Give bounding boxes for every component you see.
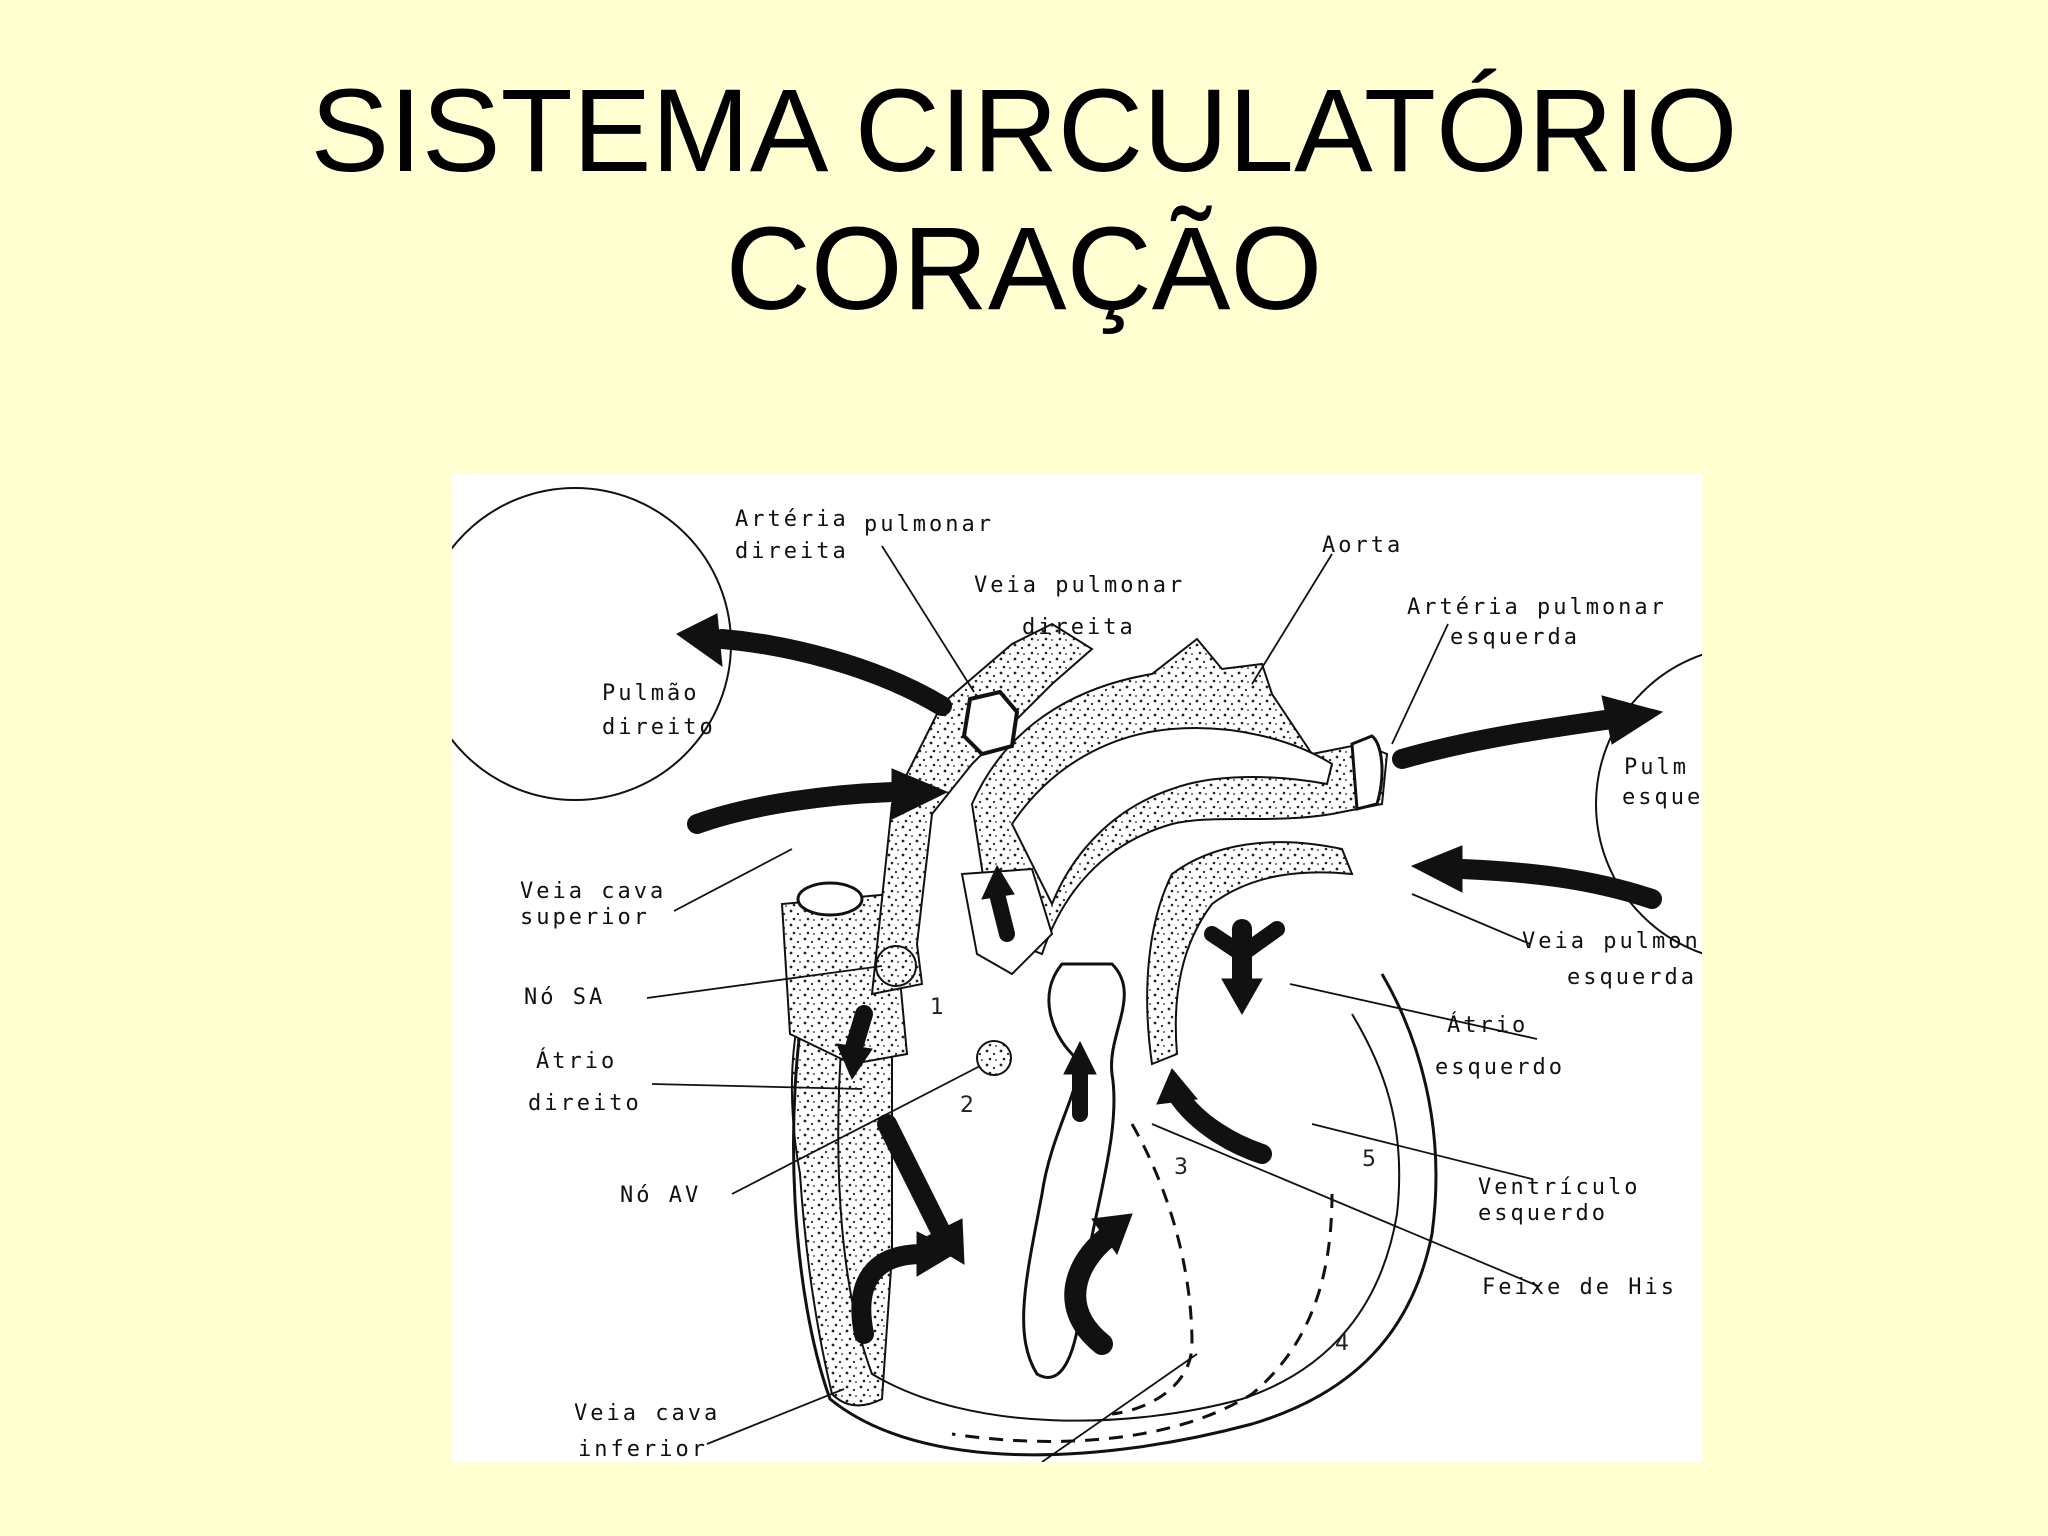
leader-no-av bbox=[731, 1065, 981, 1195]
arrow-to-left-lung-head bbox=[1601, 695, 1664, 745]
av-node bbox=[976, 1040, 1012, 1076]
leader-arteria-pulmonar-direita bbox=[881, 545, 975, 693]
arrow-septum-up-head bbox=[1063, 1040, 1097, 1075]
leader-veia-cava-inferior bbox=[706, 1388, 845, 1445]
label-veia-cava-inferior-2: inferior bbox=[578, 1437, 708, 1462]
label-no-sa: Nó SA bbox=[524, 985, 605, 1010]
arrow-from-left-lung bbox=[1452, 859, 1662, 909]
label-arteria-pulmonar-esquerda-2: esquerda bbox=[1450, 625, 1580, 650]
arrow-from-right-lung-head bbox=[891, 768, 949, 820]
purkinje-path bbox=[951, 1193, 1334, 1443]
arrow-to-right-lung bbox=[712, 629, 952, 716]
leader-veia-pulmonar-esquerda bbox=[1411, 893, 1531, 945]
leader-veia-cava-superior bbox=[673, 848, 793, 912]
label-pulmao-direito-1: Pulmão bbox=[602, 681, 699, 706]
arrow-right-ventricle-curl bbox=[851, 1244, 932, 1344]
left-lung-outline bbox=[1595, 653, 1702, 955]
heart-outer-outline bbox=[792, 973, 1438, 1457]
label-pulmao-direito-2: direito bbox=[602, 715, 716, 740]
bundle-of-his-path bbox=[1111, 1123, 1194, 1416]
label-veia-pulmonar-direita-1: Veia pulmonar bbox=[974, 573, 1185, 598]
label-veia-cava-superior-2: superior bbox=[520, 905, 650, 930]
label-arteria-pulmonar-esquerda-1: Artéria pulmonar bbox=[1407, 595, 1667, 620]
label-atrio-esquerdo-1: Átrio bbox=[1447, 1012, 1528, 1038]
title-line-2: CORAÇÃO bbox=[725, 203, 1323, 335]
label-veia-cava-superior-1: Veia cava bbox=[520, 879, 666, 904]
leader-arteria-pulmonar-esquerda bbox=[1391, 623, 1449, 745]
label-no-av: Nó AV bbox=[620, 1183, 701, 1208]
superior-vena-cava bbox=[780, 892, 909, 1066]
diagram-numbers: 1 2 3 4 5 bbox=[930, 995, 1376, 1356]
heart-diagram-svg: Artéria pulmonar direita Veia pulmonar d… bbox=[452, 487, 1702, 1462]
label-atrio-direito-1: Átrio bbox=[536, 1048, 617, 1074]
number-3: 3 bbox=[1174, 1155, 1188, 1180]
label-pulmao-esquerdo-1: Pulm bbox=[1624, 755, 1689, 780]
arrow-left-atrium-down-head bbox=[1221, 978, 1263, 1016]
heart-diagram: Artéria pulmonar direita Veia pulmonar d… bbox=[452, 474, 1702, 1462]
arrow-right-atrium-down-head bbox=[836, 1043, 873, 1081]
arrow-left-ventricle-hook bbox=[1064, 1223, 1123, 1355]
label-atrio-direito-2: direito bbox=[528, 1091, 642, 1116]
diagram-labels: Artéria pulmonar direita Veia pulmonar d… bbox=[520, 507, 1702, 1462]
ventricle-inner-outline bbox=[837, 1013, 1401, 1422]
label-arteria-pulmonar-direita-2: pulmonar bbox=[864, 512, 994, 537]
arrow-left-ventricle-up bbox=[1167, 1084, 1272, 1164]
arrow-pulmonary-up-head bbox=[981, 864, 1015, 900]
arrow-to-right-lung-head bbox=[676, 613, 723, 668]
left-pulmonary-artery-stub bbox=[1350, 734, 1384, 811]
label-aorta: Aorta bbox=[1322, 533, 1403, 558]
label-atrio-esquerdo-2: esquerdo bbox=[1435, 1055, 1565, 1080]
label-ventriculo-esquerdo-1: Ventrículo bbox=[1478, 1175, 1640, 1200]
left-atrium-wall bbox=[1146, 841, 1354, 1066]
aorta-lumen bbox=[1010, 727, 1334, 907]
blood-flow-arrows bbox=[676, 613, 1664, 1355]
arrow-right-ventricle-down bbox=[877, 1114, 952, 1244]
label-veia-pulmonar-esquerda-2: esquerda bbox=[1567, 965, 1697, 990]
arrow-left-ventricle-up-head bbox=[1156, 1068, 1198, 1105]
label-veia-cava-inferior-1: Veia cava bbox=[574, 1401, 720, 1426]
leader-lines bbox=[646, 545, 1539, 1462]
right-lung-outline bbox=[452, 487, 732, 801]
label-ventriculo-esquerdo-2: esquerdo bbox=[1478, 1201, 1608, 1226]
leader-atrio-esquerdo bbox=[1289, 983, 1538, 1040]
leader-atrio-direito bbox=[651, 1083, 863, 1090]
right-pulmonary-vein bbox=[961, 689, 1020, 757]
label-veia-pulmonar-direita-2: direita bbox=[1022, 615, 1136, 640]
slide-title: SISTEMA CIRCULATÓRIO CORAÇÃO bbox=[0, 62, 2048, 338]
leader-aorta bbox=[1251, 553, 1333, 685]
arrow-from-right-lung bbox=[687, 782, 902, 834]
label-feixe-de-his: Feixe de His bbox=[1482, 1275, 1677, 1300]
number-5: 5 bbox=[1362, 1147, 1376, 1172]
arrow-left-atrium-fork bbox=[1204, 921, 1285, 964]
label-arteria-pulmonar-direita-1: Artéria bbox=[735, 507, 849, 532]
leader-bottom bbox=[1041, 1353, 1198, 1462]
label-arteria-pulmonar-direita-3: direita bbox=[735, 539, 849, 564]
aortic-arch bbox=[970, 637, 1389, 956]
vena-cava-opening bbox=[796, 881, 864, 917]
leader-no-sa bbox=[646, 965, 883, 999]
leader-feixe-de-his bbox=[1151, 1123, 1539, 1287]
arrow-right-ventricle-curl-head bbox=[916, 1231, 959, 1277]
leader-ventriculo-esquerdo bbox=[1311, 1123, 1533, 1180]
number-1: 1 bbox=[930, 995, 944, 1020]
arrow-left-ventricle-hook-head bbox=[1091, 1213, 1133, 1256]
arrow-to-left-lung bbox=[1392, 709, 1622, 769]
label-veia-pulmonar-esquerda-1: Veia pulmonar bbox=[1522, 929, 1702, 954]
arrow-from-left-lung-head bbox=[1410, 845, 1463, 893]
label-pulmao-esquerdo-2: esquer bbox=[1622, 785, 1702, 810]
number-4: 4 bbox=[1335, 1331, 1349, 1356]
arrow-pulmonary-up bbox=[989, 886, 1015, 942]
number-2: 2 bbox=[960, 1093, 974, 1118]
title-line-1: SISTEMA CIRCULATÓRIO bbox=[310, 65, 1738, 197]
